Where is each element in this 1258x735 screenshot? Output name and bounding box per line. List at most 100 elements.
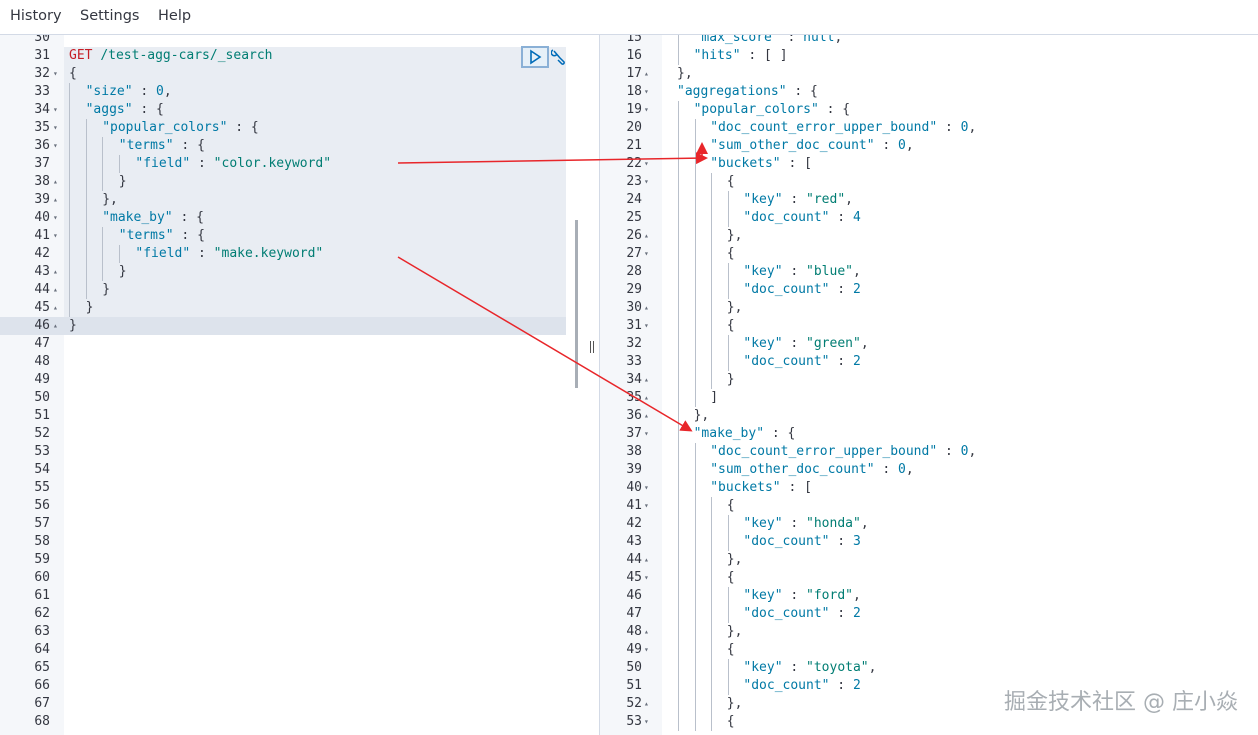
code-text: "hits" : [ ] <box>694 47 788 65</box>
code-text: }, <box>727 695 743 713</box>
indent-guide <box>678 569 679 587</box>
fold-toggle-icon[interactable]: ▴ <box>644 303 649 312</box>
fold-toggle-icon[interactable]: ▾ <box>644 429 649 438</box>
indent-guide <box>69 209 70 227</box>
fold-toggle-icon[interactable]: ▴ <box>644 627 649 636</box>
code-token: 3 <box>852 534 861 549</box>
wrench-icon[interactable] <box>550 48 567 66</box>
line-number: 54 <box>34 462 50 477</box>
fold-toggle-icon[interactable]: ▾ <box>644 249 649 258</box>
fold-toggle-icon[interactable]: ▴ <box>53 303 58 312</box>
fold-toggle-icon[interactable]: ▴ <box>644 555 649 564</box>
code-token: ] <box>710 390 719 405</box>
code-line: 21"sum_other_doc_count" : 0, <box>600 137 1258 155</box>
code-token: "doc_count_error_upper_bound" <box>710 120 938 135</box>
top-menu-bar: History Settings Help <box>0 0 1258 35</box>
fold-toggle-icon[interactable]: ▾ <box>644 573 649 582</box>
fold-toggle-icon[interactable]: ▾ <box>53 141 58 150</box>
fold-toggle-icon[interactable]: ▴ <box>53 177 58 186</box>
line-number: 19 <box>626 102 642 117</box>
fold-toggle-icon[interactable]: ▾ <box>644 177 649 186</box>
pane-resize-handle[interactable] <box>588 335 596 357</box>
fold-toggle-icon[interactable]: ▾ <box>644 159 649 168</box>
fold-toggle-icon[interactable]: ▾ <box>53 105 58 114</box>
code-token: : <box>829 606 853 621</box>
code-token: : { <box>172 210 204 225</box>
indent-guide <box>694 389 696 407</box>
code-token: "key" <box>743 660 783 675</box>
indent-guide <box>102 137 104 155</box>
fold-toggle-icon[interactable]: ▾ <box>644 87 649 96</box>
indent-guide <box>69 281 70 299</box>
indent-guide <box>678 587 679 605</box>
code-token: 0 <box>960 444 969 459</box>
line-number: 23 <box>626 174 642 189</box>
fold-toggle-icon[interactable]: ▴ <box>644 375 649 384</box>
indent-guide <box>694 317 696 335</box>
fold-toggle-icon[interactable]: ▾ <box>53 231 58 240</box>
indent-guide <box>678 713 679 731</box>
code-line: 33"doc_count" : 2 <box>600 353 1258 371</box>
line-number: 27 <box>626 246 642 261</box>
fold-toggle-icon[interactable]: ▾ <box>644 717 649 726</box>
code-token: : <box>937 120 961 135</box>
line-number: 46 <box>34 318 50 333</box>
code-token: : <box>782 516 807 531</box>
indent-guide <box>711 713 713 731</box>
code-text: "make_by" : { <box>102 209 204 227</box>
fold-toggle-icon[interactable]: ▾ <box>53 213 58 222</box>
indent-guide <box>711 641 713 659</box>
code-token: : <box>782 192 807 207</box>
code-token: "green" <box>806 336 861 351</box>
code-line: 35▴] <box>600 389 1258 407</box>
menu-history[interactable]: History <box>10 8 62 24</box>
code-token: } <box>102 282 111 297</box>
fold-toggle-icon[interactable]: ▾ <box>53 123 58 132</box>
fold-toggle-icon[interactable]: ▴ <box>53 267 58 276</box>
indent-guide <box>694 551 696 569</box>
code-token: 0 <box>898 462 906 477</box>
code-text: } <box>86 299 94 317</box>
line-number: 35 <box>34 120 50 135</box>
line-number: 31 <box>34 48 50 63</box>
line-number: 21 <box>626 138 642 153</box>
fold-toggle-icon[interactable]: ▾ <box>644 483 649 492</box>
indent-guide <box>118 155 120 173</box>
code-text: "sum_other_doc_count" : 0, <box>710 461 914 479</box>
fold-toggle-icon[interactable]: ▴ <box>644 69 649 78</box>
indent-guide <box>711 371 713 389</box>
fold-toggle-icon[interactable]: ▴ <box>53 321 58 330</box>
line-number: 46 <box>626 588 642 603</box>
menu-help[interactable]: Help <box>158 8 192 24</box>
fold-toggle-icon[interactable]: ▴ <box>644 393 649 402</box>
fold-toggle-icon[interactable]: ▴ <box>53 285 58 294</box>
fold-toggle-icon[interactable]: ▾ <box>644 645 649 654</box>
run-request-button[interactable] <box>521 46 549 68</box>
line-number: 44 <box>626 552 642 567</box>
fold-toggle-icon[interactable]: ▾ <box>53 69 58 78</box>
fold-toggle-icon[interactable]: ▾ <box>644 321 649 330</box>
fold-toggle-icon[interactable]: ▴ <box>644 411 649 420</box>
code-token: 0 <box>898 138 906 153</box>
fold-toggle-icon[interactable]: ▾ <box>644 501 649 510</box>
code-line: 46▴} <box>0 317 584 335</box>
code-token: : <box>937 444 961 459</box>
code-token: }, <box>726 624 743 639</box>
code-line: 50"key" : "toyota", <box>600 659 1258 677</box>
fold-toggle-icon[interactable]: ▴ <box>644 231 649 240</box>
code-token: } <box>726 372 735 387</box>
fold-toggle-icon[interactable]: ▾ <box>644 105 649 114</box>
menu-settings[interactable]: Settings <box>80 8 140 24</box>
line-number: 61 <box>34 588 50 603</box>
indent-guide <box>711 227 713 245</box>
code-text: "doc_count" : 2 <box>743 353 860 371</box>
code-token: { <box>726 318 735 333</box>
code-text: }, <box>727 299 743 317</box>
request-scrollbar[interactable] <box>575 220 578 388</box>
fold-toggle-icon[interactable]: ▴ <box>53 195 58 204</box>
line-number: 36 <box>626 408 642 423</box>
fold-toggle-icon[interactable]: ▴ <box>644 699 649 708</box>
indent-guide <box>694 497 696 515</box>
